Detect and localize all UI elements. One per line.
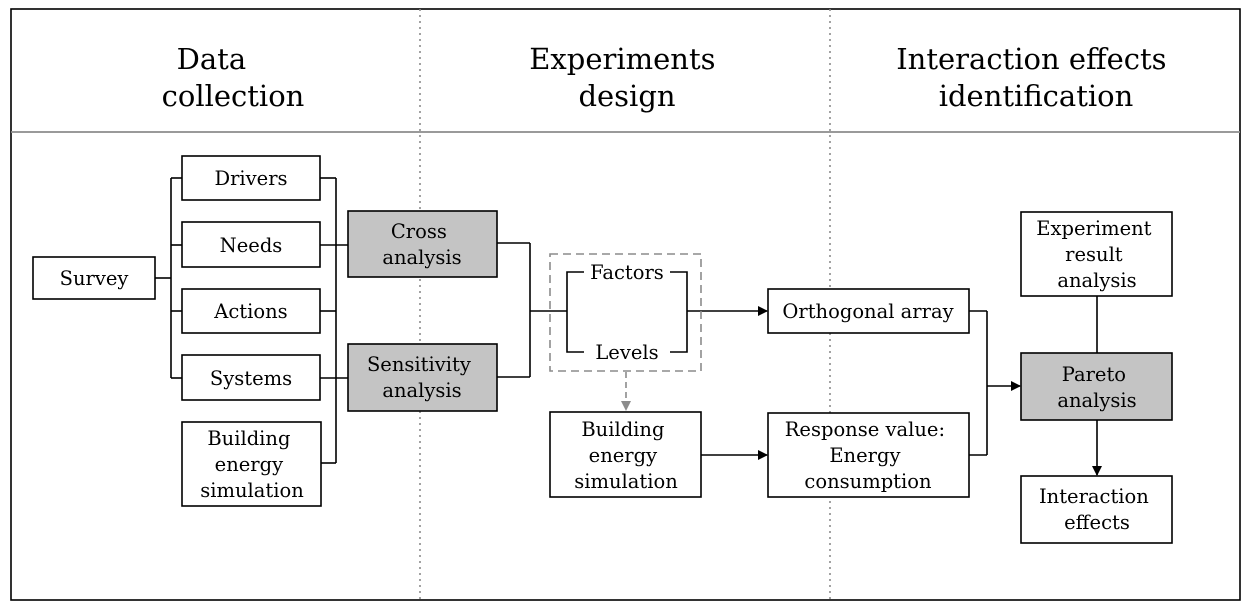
svg-text:Sensitivity analysis: Sensitivity analysis (367, 353, 477, 402)
factors-label: Factors (590, 261, 664, 284)
header-interaction-identification: Interaction effects identification (896, 42, 1176, 113)
svg-text:Building energy si: Building energy simulation (574, 418, 678, 493)
svg-text:Needs: Needs (220, 234, 283, 257)
outer-frame (10, 8, 1241, 601)
svg-text:Experiment result: Experiment result analysis (1036, 217, 1157, 292)
orthogonal-array-box: Orthogonal array (767, 288, 970, 334)
svg-text:Systems: Systems (210, 367, 292, 390)
svg-text:Drivers: Drivers (214, 167, 287, 190)
interaction-effects-box: Interaction effects (1020, 475, 1173, 544)
header-data-collection: Data collection (162, 42, 305, 113)
building-energy-simulation-left-box: Building energy simulation (181, 421, 322, 507)
svg-text:Pareto analysis: Pareto analysis (1057, 363, 1136, 412)
pareto-analysis-box: Pareto analysis (1020, 352, 1173, 421)
survey-box: Survey (32, 256, 156, 300)
svg-text:Response value: Energy: Response value: Energy consumption (785, 418, 952, 493)
drivers-box: Drivers (181, 155, 321, 201)
svg-text:Cross analysis: Cross analysis (382, 220, 461, 269)
svg-text:Orthogonal array: Orthogonal array (782, 300, 953, 323)
needs-box: Needs (181, 221, 321, 268)
response-value-box: Response value: Energy consumption (767, 412, 970, 498)
sensitivity-analysis-box: Sensitivity analysis (347, 343, 498, 412)
factors-levels-group (549, 253, 702, 372)
svg-text:Actions: Actions (213, 300, 287, 323)
cross-analysis-box: Cross analysis (347, 210, 498, 278)
svg-text:Building energy si: Building energy simulation (200, 427, 304, 502)
svg-text:Interaction effects: Interaction effects (1039, 485, 1155, 534)
svg-text:Survey: Survey (60, 267, 129, 290)
levels-label: Levels (595, 341, 658, 364)
header-experiments-design: Experiments design (529, 42, 724, 113)
actions-box: Actions (181, 288, 321, 334)
experiment-result-analysis-box: Experiment result analysis (1020, 211, 1173, 297)
building-energy-simulation-mid-box: Building energy simulation (549, 411, 702, 498)
systems-box: Systems (181, 354, 321, 401)
